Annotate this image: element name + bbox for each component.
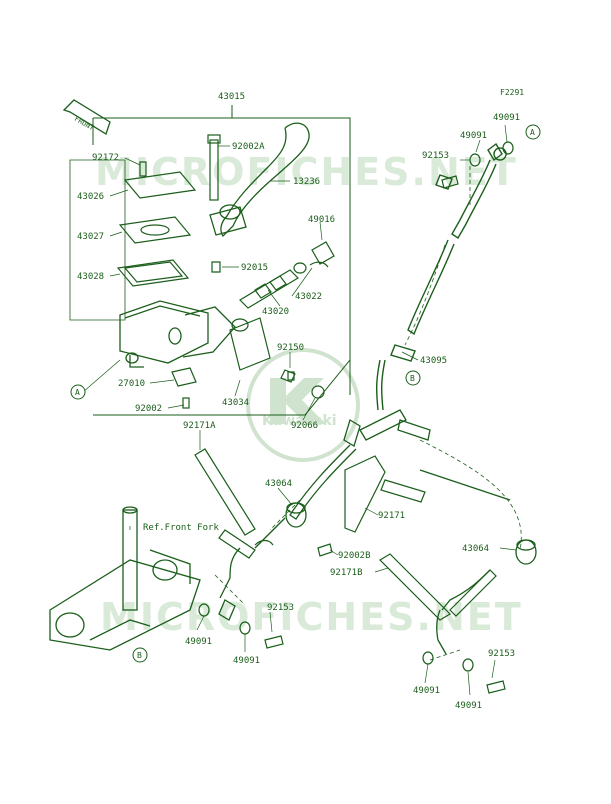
banjo-bolt-icon <box>264 175 506 694</box>
bracket-92171b <box>379 553 497 621</box>
master-cylinder-body <box>119 300 236 368</box>
part-label: 92171 <box>378 511 405 521</box>
banjo-fitting <box>229 317 325 399</box>
part-label: 43095 <box>420 356 447 366</box>
watermark-top: MICROFICHES.NET <box>95 150 518 194</box>
part-label: 92172 <box>92 153 119 163</box>
part-label: 27010 <box>118 379 145 389</box>
part-label: 49091 <box>413 686 440 696</box>
part-label: 92066 <box>291 421 318 431</box>
svg-text:A: A <box>530 128 535 137</box>
part-label: 92171B <box>330 568 363 578</box>
part-label: 49091 <box>455 701 482 711</box>
inner-frame <box>69 159 126 321</box>
logo-text: Kawasaki <box>262 413 337 429</box>
reservoir-cap <box>116 171 197 287</box>
callout-b-icon: B <box>132 647 148 663</box>
part-label: 92153 <box>422 151 449 161</box>
grommet-icon <box>285 502 537 565</box>
front-text: FRONT <box>73 115 96 133</box>
front-fork-clamp <box>49 506 201 651</box>
part-label: 43027 <box>77 232 104 242</box>
part-label: 49091 <box>493 113 520 123</box>
brake-switch <box>171 367 197 409</box>
part-label: 49091 <box>233 656 260 666</box>
part-label: 92171A <box>183 421 216 431</box>
svg-text:B: B <box>137 651 142 660</box>
kawasaki-logo: Kawasaki <box>246 348 360 462</box>
callout-a-icon: A <box>525 124 541 140</box>
pivot-bolt-icon <box>139 134 221 273</box>
part-label: 92015 <box>241 263 268 273</box>
part-label: 43028 <box>77 272 104 282</box>
callout-b-icon: B <box>405 370 421 386</box>
part-label: 49091 <box>185 637 212 647</box>
part-label: 43015 <box>218 92 245 102</box>
part-label: 49091 <box>460 131 487 141</box>
dashed-guides <box>214 165 522 661</box>
leader-lines <box>82 124 517 696</box>
part-label: 49016 <box>308 215 335 225</box>
bracket-92171 <box>344 455 426 533</box>
part-label: 43064 <box>462 544 489 554</box>
part-label: 92153 <box>267 603 294 613</box>
brake-hose-lower <box>218 409 511 655</box>
svg-text:B: B <box>410 374 415 383</box>
svg-text:A: A <box>75 388 80 397</box>
part-label: 43020 <box>262 307 289 317</box>
piston-assembly <box>239 241 335 309</box>
part-label: 92002 <box>135 404 162 414</box>
watermark-bottom: MICROFICHES.NET <box>100 595 523 639</box>
ref-front-fork-label: Ref.Front Fork <box>143 523 219 533</box>
bracket-92171a <box>194 448 274 559</box>
part-label: 92002B <box>338 551 371 561</box>
front-arrow-icon: FRONT <box>62 99 111 135</box>
part-label: 43026 <box>77 192 104 202</box>
part-label: 43022 <box>295 292 322 302</box>
part-label: 92150 <box>277 343 304 353</box>
part-label: 13236 <box>293 177 320 187</box>
callout-a-icon: A <box>70 384 86 400</box>
brake-lever <box>209 122 310 238</box>
part-label: 92153 <box>488 649 515 659</box>
part-label: 43064 <box>265 479 292 489</box>
part-label: 43034 <box>222 398 249 408</box>
figure-code: F2291 <box>500 88 524 97</box>
part-label: 92002A <box>232 142 265 152</box>
